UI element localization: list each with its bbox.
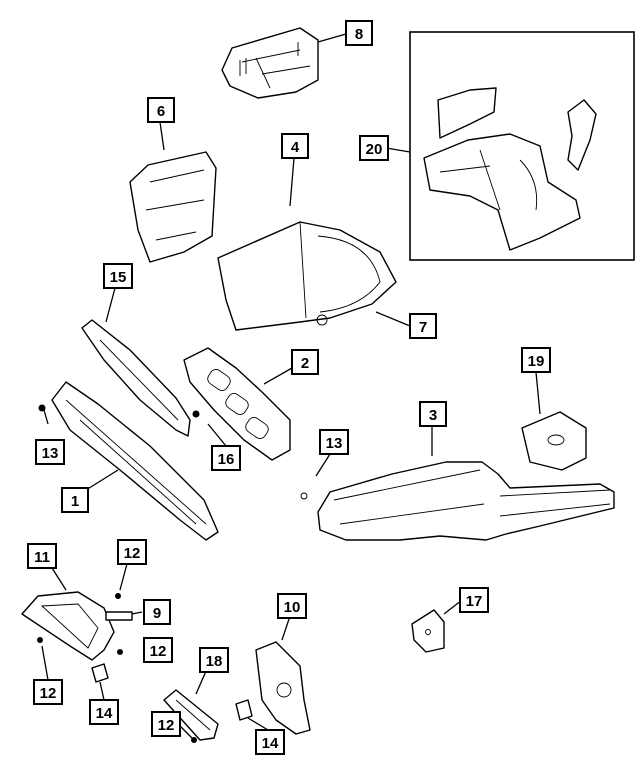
part-17-bracket xyxy=(411,609,445,653)
callout-6: 6 xyxy=(147,97,175,123)
callout-11: 11 xyxy=(27,543,57,569)
callout-8: 8 xyxy=(345,20,373,46)
callout-12-top: 12 xyxy=(117,539,147,565)
part-15-strip xyxy=(81,319,191,437)
callout-13-left: 13 xyxy=(35,439,65,465)
callout-label: 20 xyxy=(366,141,383,158)
callout-17: 17 xyxy=(459,587,489,613)
part-18-bar xyxy=(163,689,219,741)
callout-label: 15 xyxy=(110,269,127,286)
callout-label: 8 xyxy=(355,26,363,43)
part-11-bracket xyxy=(21,591,133,661)
part-14-clip-right xyxy=(235,699,253,721)
part-4-wheelhouse xyxy=(217,221,397,331)
callout-label: 2 xyxy=(301,355,309,372)
part-1-crossmember xyxy=(51,381,219,541)
callout-label: 14 xyxy=(96,705,113,722)
callout-label: 11 xyxy=(34,549,50,566)
part-3-frame-rail xyxy=(300,461,615,541)
callout-12-bottom-mid: 12 xyxy=(151,711,181,737)
part-14-clip-left xyxy=(91,663,109,683)
callout-label: 7 xyxy=(419,319,427,336)
inset-frame xyxy=(409,31,635,261)
callout-label: 19 xyxy=(528,353,545,370)
callout-2: 2 xyxy=(291,349,319,375)
callout-7: 7 xyxy=(409,313,437,339)
callout-3: 3 xyxy=(419,401,447,427)
callout-18: 18 xyxy=(199,647,229,673)
part-6-panel xyxy=(129,151,217,263)
callout-label: 16 xyxy=(218,451,235,468)
callout-14-left: 14 xyxy=(89,699,119,725)
part-19-block xyxy=(521,411,587,471)
callout-20: 20 xyxy=(359,135,389,161)
callout-4: 4 xyxy=(281,133,309,159)
callout-10: 10 xyxy=(277,593,307,619)
callout-15: 15 xyxy=(103,263,133,289)
callout-label: 13 xyxy=(326,435,343,452)
callout-13-right: 13 xyxy=(319,429,349,455)
callout-label: 10 xyxy=(284,599,301,616)
callout-label: 14 xyxy=(262,735,279,752)
part-2-rail xyxy=(183,347,291,461)
callout-label: 18 xyxy=(206,653,223,670)
callout-12-bottom-left: 12 xyxy=(33,679,63,705)
callout-label: 4 xyxy=(291,139,300,156)
callout-label: 12 xyxy=(40,685,57,702)
callout-label: 6 xyxy=(157,103,165,120)
callout-9: 9 xyxy=(143,599,171,625)
callout-1: 1 xyxy=(61,487,89,513)
callout-label: 12 xyxy=(158,717,175,734)
screw-fasteners xyxy=(37,404,200,743)
callout-label: 12 xyxy=(124,545,141,562)
callout-12-mid: 12 xyxy=(143,637,173,663)
callout-16: 16 xyxy=(211,445,241,471)
callout-label: 3 xyxy=(429,407,437,424)
callout-label: 9 xyxy=(153,605,161,622)
callout-label: 12 xyxy=(150,643,167,660)
callout-14-right: 14 xyxy=(255,729,285,755)
part-20-apron-assembly xyxy=(423,87,597,251)
callout-label: 17 xyxy=(466,593,483,610)
part-8-floor-pan xyxy=(221,27,319,99)
part-10-bracket xyxy=(255,641,311,735)
callout-label: 13 xyxy=(42,445,59,462)
callout-label: 1 xyxy=(71,493,79,510)
callout-19: 19 xyxy=(521,347,551,373)
